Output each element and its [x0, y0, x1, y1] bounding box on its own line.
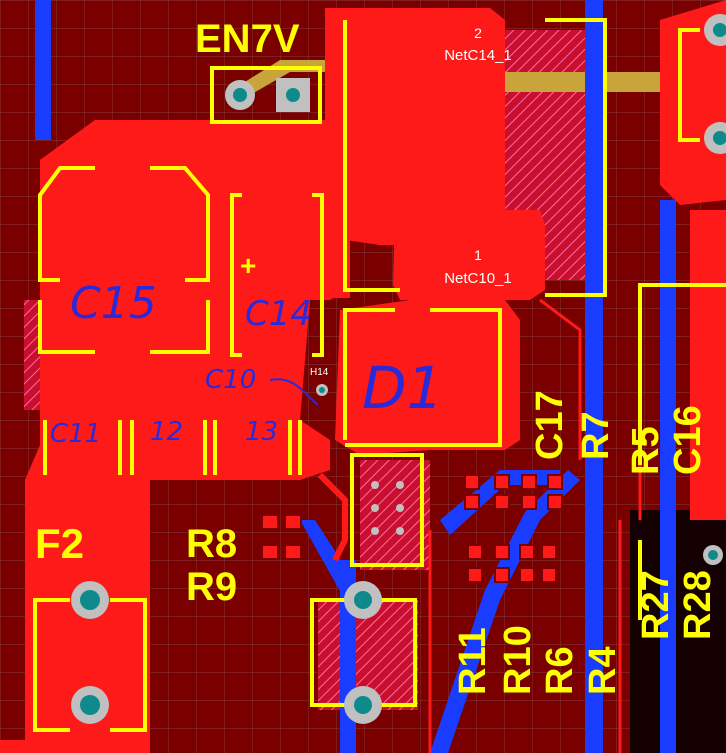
bottom-trace — [300, 520, 360, 600]
silk-u-outline[interactable] — [545, 18, 607, 297]
pad-right-mid[interactable] — [704, 122, 726, 154]
silk-c15-outline[interactable] — [150, 166, 210, 282]
pad-jumper-1[interactable] — [344, 581, 382, 619]
pad-f2-2[interactable] — [71, 686, 109, 724]
silk-c15-outline[interactable] — [150, 300, 210, 354]
copper-pour — [393, 210, 545, 300]
label-r6: R6 — [539, 646, 581, 695]
label-r11: R11 — [452, 627, 494, 695]
copper-pour — [340, 8, 505, 245]
silk-connector-outline[interactable] — [350, 453, 424, 567]
connector-pins[interactable] — [371, 481, 404, 535]
top-trace — [317, 472, 348, 562]
annotation-c15: C15 — [70, 278, 157, 329]
label-c16: C16 — [667, 405, 709, 475]
pad1-net: NetC10_1 — [444, 270, 512, 287]
silk-f2-outline[interactable] — [110, 598, 147, 732]
label-r5: R5 — [625, 426, 667, 475]
silk-cap-row[interactable] — [43, 420, 302, 475]
silk-d1-outline[interactable] — [343, 308, 395, 440]
silk-polarity-mark: + — [240, 250, 256, 281]
copper-pour — [690, 210, 726, 520]
annotation-d1: D1 — [362, 354, 444, 422]
smd-pads-r8-r9[interactable] — [261, 514, 302, 560]
pad1-number: 1 — [474, 247, 482, 263]
silk-c14-outline[interactable] — [312, 193, 324, 357]
annotation-c13: 13 — [245, 417, 278, 447]
label-r4: R4 — [582, 646, 624, 695]
pad-en7v-2[interactable] — [276, 78, 310, 112]
label-r8: R8 — [186, 522, 237, 566]
pad2-net: NetC14_1 — [444, 47, 512, 64]
silk-right-outline[interactable] — [638, 283, 726, 465]
label-r7: R7 — [575, 411, 617, 460]
annotation-c11: C11 — [50, 419, 101, 449]
pad2-number: 2 — [474, 25, 482, 41]
bottom-trace — [660, 200, 676, 753]
smd-pads-r7-r5[interactable] — [464, 474, 563, 510]
hatched-area — [360, 460, 430, 570]
label-h14: H14 — [310, 367, 329, 378]
label-c17: C17 — [529, 390, 571, 460]
silk-u-outline[interactable] — [343, 20, 400, 292]
top-trace — [539, 298, 582, 460]
silk-c15-outline[interactable] — [38, 300, 95, 354]
copper-pour — [660, 0, 726, 205]
silk-en7v-header[interactable] — [210, 66, 322, 124]
silk-d1-outline[interactable] — [345, 308, 502, 447]
pad-jumper-2[interactable] — [344, 686, 382, 724]
bottom-trace — [35, 0, 51, 140]
label-r28: R28 — [677, 570, 719, 640]
annotation-c10: C10 — [205, 365, 256, 395]
label-f2: F2 — [35, 520, 84, 567]
label-r9: R9 — [186, 565, 237, 609]
bottom-trace — [430, 470, 580, 753]
copper-pour — [335, 300, 520, 455]
label-r27: R27 — [635, 570, 677, 640]
pad-h14-via[interactable] — [316, 384, 328, 396]
silk-c14-outline[interactable] — [230, 193, 242, 357]
pad-right-r28[interactable] — [703, 545, 723, 565]
pad-f2-1[interactable] — [71, 581, 109, 619]
pad-en7v-1[interactable] — [225, 80, 255, 110]
copper-pour — [30, 590, 150, 720]
smd-pads-r11-r4[interactable] — [467, 544, 557, 583]
silk-c15-outline[interactable] — [38, 166, 95, 282]
bottom-trace — [585, 0, 603, 753]
annotation-leader — [269, 378, 319, 406]
annotation-c14: C14 — [245, 294, 312, 334]
pad-right-top[interactable] — [704, 14, 726, 46]
label-r10: R10 — [497, 625, 539, 695]
annotation-c12: 12 — [150, 417, 183, 447]
copper-pour — [0, 740, 150, 753]
silk-f2-outline[interactable] — [33, 598, 70, 732]
silk-right-outline[interactable] — [678, 28, 700, 142]
label-en7v: EN7V — [195, 17, 300, 61]
